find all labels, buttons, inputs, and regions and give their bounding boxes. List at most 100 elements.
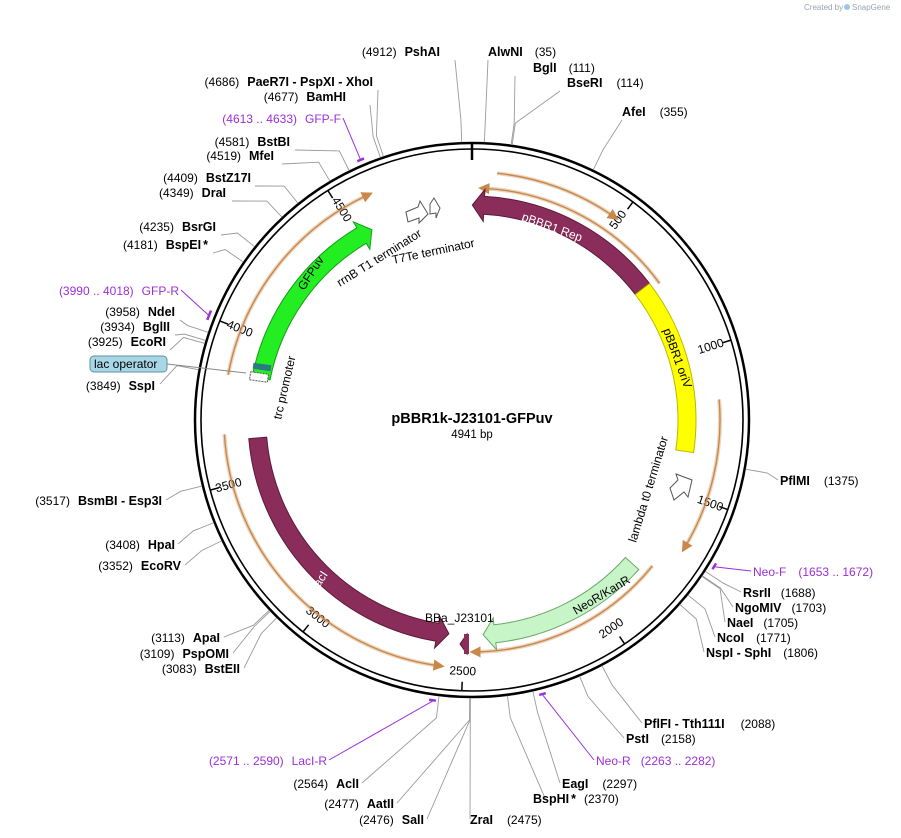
leader-line-bsmbi (165, 485, 203, 501)
site-nspi-group: NspI - SphI(1806) (706, 646, 818, 660)
snapgene-logo-icon (844, 4, 850, 10)
leader-line-ndei (179, 319, 209, 333)
plasmid-length: 4941 bp (451, 429, 493, 441)
leader-line-bsrgi (220, 232, 255, 248)
site-bsmbi-group: (3517)BsmBI - Esp3I (35, 494, 162, 508)
site-rsrii: RsrII(1688) (743, 586, 815, 600)
tick-mark-1500 (719, 505, 729, 511)
plasmid-name: pBBR1k-J23101-GFPuv (391, 411, 552, 427)
watermark-brand: SnapGene (852, 3, 891, 12)
feature-neor-kanr (482, 556, 640, 652)
site-apai: (3113)ApaI (151, 631, 220, 645)
tick-mark-4000 (219, 320, 229, 325)
primer-gfp-r: (3990 .. 4018)GFP-R (59, 284, 179, 298)
leader-line-pspomi (232, 610, 271, 654)
leader-line-bsteii (243, 617, 278, 669)
leader-line-bamhi (369, 104, 381, 158)
leader-line-hpai (177, 522, 214, 545)
primer-leader-neo-r (542, 694, 595, 761)
tick-label-500: 500 (606, 207, 629, 232)
lac-operator-label: lac operator (94, 357, 157, 371)
leader-line-pshai (454, 59, 463, 143)
leader-line-rsrii (704, 570, 742, 593)
site-ndei: (3958)NdeI (105, 305, 175, 319)
feature-pbbr1-oriv (634, 282, 697, 454)
site-paer7i-group: (4686)PaeR7I - PspXI - XhoI (205, 75, 373, 89)
feature-gfpuv (251, 220, 373, 381)
lac-operator-callout: lac operator (89, 355, 247, 374)
site-afei: AfeI(355) (622, 105, 688, 119)
leader-line-bstbi (294, 149, 350, 171)
leader-line-aatii (396, 697, 471, 804)
site-bamhi: (4677)BamHI (264, 90, 346, 104)
lambda-t0-terminator-glyph (669, 473, 693, 501)
site-zrai: ZraI(2475) (470, 813, 542, 827)
neo2-orf (681, 399, 721, 553)
primer-mark-neo-r (538, 691, 547, 697)
site-pflmi: PflMI(1375) (780, 474, 859, 488)
gfp-orf (227, 192, 373, 375)
site-psti: PstI(2158) (626, 732, 696, 746)
primer-gfp-f: (4613 .. 4633)GFP-F (222, 112, 341, 126)
leader-line-pflmi (745, 468, 779, 481)
site-aatii: (2477)AatII (324, 797, 394, 811)
site-bsphi: BspHI*(2370) (533, 792, 619, 806)
rrnb-t1-terminator-glyph (405, 199, 429, 225)
leader-line-bspei (212, 249, 244, 263)
primer-leader-gfp-r (180, 289, 209, 316)
leader-line-bsphi (506, 695, 546, 799)
site-ecorv: (3352)EcoRV (98, 559, 181, 573)
tick-mark-3000 (302, 624, 310, 633)
primer-leader-gfp-f (342, 117, 361, 160)
site-bstbi: (4581)BstBI (215, 135, 290, 149)
laci-orf (223, 434, 445, 671)
leader-line-apai (223, 609, 270, 638)
neo-orf (469, 565, 653, 658)
site-sspi: (3849)SspI (86, 379, 155, 393)
site-pshai: (4912)PshAI (362, 45, 440, 59)
leader-line-nspi (679, 604, 705, 653)
leader-line-naei (701, 575, 726, 623)
primer-mark-laci-r (428, 698, 437, 702)
tick-mark-4500 (327, 190, 334, 199)
site-bseri: BseRI(114) (567, 76, 644, 90)
primer-neo-f: Neo-F(1653 .. 1672) (753, 565, 873, 579)
site-hpai: (3408)HpaI (105, 538, 175, 552)
site-bgli: BglI(111) (533, 61, 595, 75)
tick-mark-500 (626, 201, 634, 210)
t7te-terminator-glyph (429, 197, 441, 219)
leader-line-bglii (174, 333, 206, 341)
bba-j23101-promoter-glyph (459, 632, 469, 656)
primer-mark-gfp-f (356, 157, 365, 163)
site-sali: (2476)SalI (359, 813, 424, 827)
site-alwni: AlwNI(35) (488, 45, 556, 59)
tick-mark-2000 (618, 636, 626, 645)
site-pspomi: (3109)PspOMI (140, 647, 229, 661)
site-drai: (4349)DraI (159, 186, 226, 200)
leader-line-pflfi (601, 665, 643, 724)
leader-line-ncoi (687, 594, 716, 638)
leader-line-bseri (511, 90, 561, 145)
primer-leader-laci-r (328, 700, 433, 761)
primer-neo-r: Neo-R(2263 .. 2282) (596, 754, 715, 768)
leader-line-sspi (159, 365, 199, 385)
site-mfei: (4519)MfeI (206, 149, 274, 163)
site-eagi: EagI(2297) (562, 777, 637, 791)
leader-line-ngomiv (702, 575, 734, 608)
rep-orf (478, 182, 661, 284)
watermark-prefix: Created by (804, 3, 843, 12)
rep2-orf (497, 172, 619, 220)
leader-line-sali (426, 697, 471, 820)
leader-line-ecori (169, 336, 205, 351)
site-acli: (2564)AclI (293, 777, 359, 791)
site-leader-lines (159, 59, 779, 820)
site-bspei: (4181)BspEI* (123, 238, 208, 252)
leader-line-paer7i (375, 89, 384, 157)
snapgene-watermark: Created by SnapGene (804, 3, 891, 12)
tick-label-3500: 3500 (214, 475, 244, 496)
tick-mark-3500 (210, 487, 220, 491)
feature-pbbr1-rep (471, 187, 651, 296)
site-bstz17i: (4409)BstZ17I (163, 171, 251, 185)
feature-label-bba-j23101: BBa_J23101 (425, 611, 494, 625)
